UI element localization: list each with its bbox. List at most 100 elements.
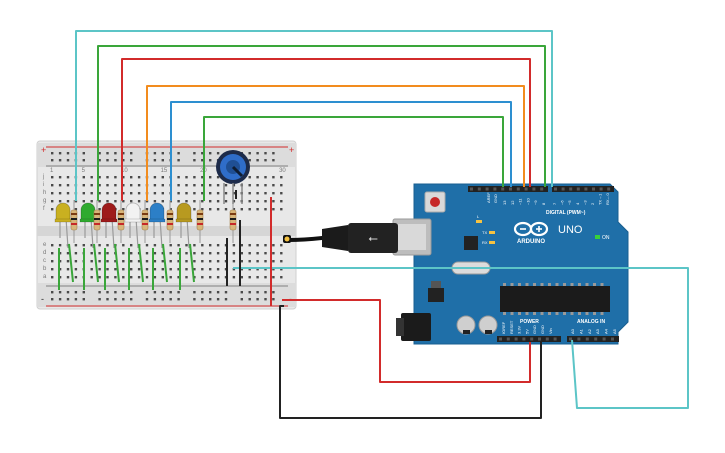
reset-button-cap[interactable] bbox=[430, 197, 440, 207]
breadboard-hole bbox=[256, 208, 259, 211]
header-pin[interactable] bbox=[561, 187, 565, 191]
header-pin[interactable] bbox=[514, 337, 518, 341]
breadboard-hole bbox=[169, 208, 172, 211]
rail-hole bbox=[264, 152, 267, 155]
breadboard-hole bbox=[58, 176, 62, 179]
rail-hole bbox=[145, 291, 149, 294]
header-pin[interactable] bbox=[611, 337, 614, 341]
breadboard-hole bbox=[161, 200, 164, 203]
breadboard-hole bbox=[280, 176, 283, 179]
header-pin[interactable] bbox=[554, 187, 557, 191]
rail-hole bbox=[193, 291, 196, 294]
header-pin[interactable] bbox=[585, 337, 589, 341]
header-pin[interactable] bbox=[576, 187, 580, 191]
wire-green-pin8 bbox=[97, 45, 546, 201]
header-pin[interactable] bbox=[522, 337, 526, 341]
digital-pin-label: 4 bbox=[575, 202, 580, 205]
rail-hole bbox=[122, 298, 125, 301]
breadboard-hole bbox=[122, 176, 125, 179]
header-pin[interactable] bbox=[577, 337, 581, 341]
breadboard-hole bbox=[98, 244, 101, 247]
wire-red-pin10 bbox=[121, 58, 531, 201]
breadboard-hole bbox=[240, 276, 243, 279]
breadboard-hole bbox=[177, 200, 180, 203]
breadboard-hole bbox=[201, 268, 204, 271]
header-pin[interactable] bbox=[501, 187, 505, 191]
header-pin[interactable] bbox=[602, 337, 606, 341]
header-pin[interactable] bbox=[540, 187, 544, 191]
usb-b-port-inner bbox=[398, 224, 426, 250]
breadboard-hole bbox=[114, 276, 117, 279]
led-green-icon[interactable] bbox=[80, 202, 96, 221]
breadboard-hole bbox=[209, 268, 212, 271]
breadboard-hole bbox=[114, 176, 117, 179]
breadboard-hole bbox=[98, 260, 101, 263]
breadboard-hole bbox=[280, 244, 283, 247]
header-pin[interactable] bbox=[538, 337, 541, 341]
header-pin[interactable] bbox=[569, 337, 572, 341]
ic-leg bbox=[555, 312, 559, 315]
led-red-icon[interactable] bbox=[101, 202, 117, 221]
atmega-chip-legs bbox=[503, 283, 604, 315]
led-yellow-2-icon[interactable] bbox=[176, 202, 192, 221]
header-pin[interactable] bbox=[485, 187, 489, 191]
header-pin[interactable] bbox=[524, 187, 528, 191]
digital-pin-label: ~9 bbox=[533, 200, 538, 205]
breadboard-hole bbox=[248, 208, 251, 211]
breadboard-hole bbox=[106, 184, 109, 187]
header-pin[interactable] bbox=[599, 187, 603, 191]
breadboard-hole bbox=[240, 268, 243, 271]
header-pin[interactable] bbox=[509, 187, 512, 191]
breadboard-hole bbox=[280, 260, 283, 263]
header-pin[interactable] bbox=[499, 337, 502, 341]
resistor-band bbox=[118, 218, 124, 220]
potentiometer-icon[interactable] bbox=[216, 150, 250, 204]
resistor-band bbox=[71, 213, 77, 215]
breadboard-hole bbox=[232, 200, 236, 203]
breadboard-hole bbox=[209, 244, 212, 247]
rail-hole bbox=[161, 291, 164, 294]
rail-hole bbox=[209, 291, 212, 294]
header-pin[interactable] bbox=[553, 337, 557, 341]
breadboard-hole bbox=[216, 184, 220, 187]
header-pin[interactable] bbox=[493, 187, 497, 191]
breadboard-hole bbox=[122, 208, 125, 211]
breadboard-hole bbox=[161, 276, 164, 279]
ic-leg bbox=[570, 283, 574, 286]
header-pin[interactable] bbox=[569, 187, 573, 191]
breadboard-hole bbox=[51, 192, 54, 195]
rx-label: RX bbox=[482, 240, 488, 245]
header-pin[interactable] bbox=[545, 337, 549, 341]
digital-label: DIGITAL (PWM~) bbox=[546, 210, 586, 216]
led-leg bbox=[186, 217, 190, 249]
header-pin[interactable] bbox=[470, 187, 473, 191]
led-white-icon[interactable] bbox=[125, 202, 141, 221]
rail-hole bbox=[114, 298, 117, 301]
header-pin[interactable] bbox=[516, 187, 520, 191]
breadboard-hole bbox=[66, 200, 70, 203]
rail-hole bbox=[240, 298, 243, 301]
rail-hole bbox=[224, 298, 228, 301]
header-pin[interactable] bbox=[592, 187, 595, 191]
rail-hole bbox=[272, 298, 275, 301]
header-pin[interactable] bbox=[584, 187, 588, 191]
header-pin[interactable] bbox=[594, 337, 598, 341]
header-pin[interactable] bbox=[607, 187, 611, 191]
breadboard-hole bbox=[137, 176, 141, 179]
led-blue-icon[interactable] bbox=[149, 202, 165, 221]
rx-led bbox=[489, 241, 495, 244]
breadboard-hole bbox=[272, 268, 275, 271]
row-letter: b bbox=[43, 266, 47, 272]
breadboard-hole bbox=[185, 184, 188, 187]
header-pin[interactable] bbox=[506, 337, 510, 341]
l-led bbox=[476, 220, 482, 223]
led-leg bbox=[111, 217, 115, 249]
breadboard-hole bbox=[106, 176, 109, 179]
header-pin[interactable] bbox=[532, 187, 536, 191]
led-yellow-1-icon[interactable] bbox=[55, 202, 71, 221]
tx-label: TX bbox=[482, 230, 487, 235]
breadboard-hole bbox=[216, 200, 220, 203]
header-pin[interactable] bbox=[477, 187, 481, 191]
header-pin[interactable] bbox=[530, 337, 534, 341]
breadboard-hole bbox=[74, 268, 78, 271]
